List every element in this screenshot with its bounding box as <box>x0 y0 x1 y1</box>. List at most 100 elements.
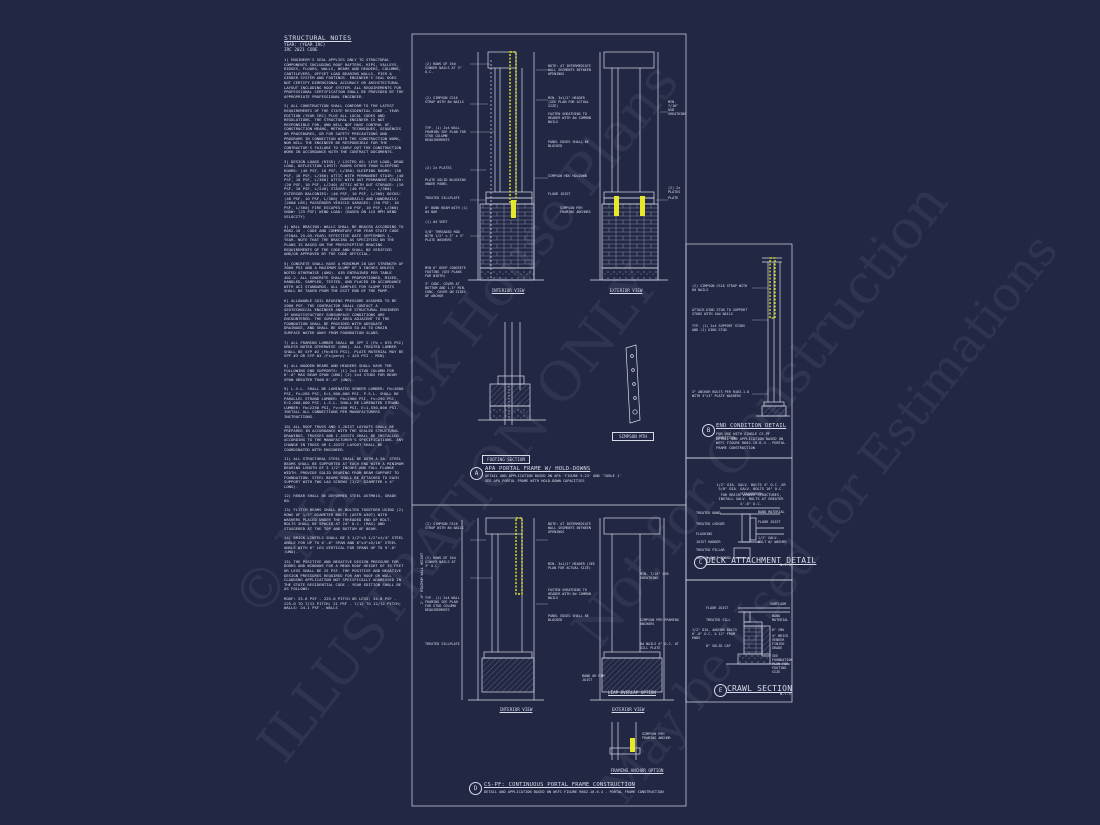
note-12: 12) REBAR SHALL BE DEFORMED STEEL ASTM61… <box>284 493 397 503</box>
note-6: 6) ALLOWABLE SOIL BEARING PRESSURE ASSUM… <box>284 297 399 336</box>
deck-callout-1: TREATED BAND <box>696 511 721 515</box>
apa-callout-right-4: PANEL EDGES SHALL BE BLOCKED <box>548 140 589 148</box>
deck-callout-3: FLOOR JOIST <box>758 520 781 524</box>
crawl-scale: N.T.S. <box>780 692 793 696</box>
deck-top-note-1: 1/2" DIA. GALV. BOLTS 4" O.C. OR 5/8" DI… <box>716 483 786 496</box>
note-13: 13) FLITCH BEAMS SHALL BE BOLTED TOGETHE… <box>284 507 404 531</box>
apa-ext-callout-2: (2) 2x PLATES <box>668 186 681 194</box>
note-5: 5) CONCRETE SHALL HAVE A MINIMUM 28 DAY … <box>284 260 404 294</box>
leader-lines <box>470 63 768 605</box>
end-caption-sub2: DETAIL AND APPLICATION BASED ON WSFC FIG… <box>716 437 786 450</box>
deck-detail-number: C <box>694 556 707 569</box>
note-8: 8) ALL WOODEN BEAMS AND HEADERS SHALL HA… <box>284 363 397 382</box>
apa-callout-left-8: (1) #4 VERT <box>425 220 448 224</box>
panel-border-crawl <box>685 579 793 703</box>
cspf-caption: CS-PF: CONTINUOUS PORTAL FRAME CONSTRUCT… <box>484 782 635 788</box>
note-16: ROOF: 25.6 PSF - 225-0 PITCH OR LESS; 34… <box>284 595 402 611</box>
apa-callout-left-2: (2) SIMPSON CS16 STRAP WITH 8d NAILS <box>425 96 464 104</box>
framing-anchor-highlight <box>630 738 635 752</box>
note-11: 11) ALL STRUCTURAL STEEL SHALL BE ASTM A… <box>284 456 404 489</box>
cspf-detail-number: D <box>469 782 482 795</box>
end-condition-drawing <box>756 257 790 417</box>
cspf-callout-left-2: (2) ROWS OF 16d SINKER NAILS AT 3" O.C. <box>425 556 456 568</box>
apa-exterior-label: EXTERIOR VIEW <box>609 288 643 293</box>
deck-scale: N.T.S. <box>780 563 793 567</box>
cspf-callout-left-1: (2) SIMPSON CS16 STRAP WITH 8d NAILS <box>425 522 464 530</box>
note-15: 15) THE POSITIVE AND NEGATIVE DESIGN PRE… <box>284 558 404 592</box>
apa-callout-left-6: TREATED SILLPLATE <box>425 196 460 200</box>
deck-callout-7: JOIST HANGER <box>696 540 721 544</box>
crawl-callout-2: FLOOR JOIST <box>706 606 729 610</box>
cspf-callout-right-5: 8d NAILS 6" O.C. AT SILL PLATE <box>640 642 679 650</box>
apa-callout-left-3: TYP. (1) 2x4 WALL FRAMING SEE PLAN FOR S… <box>425 126 466 142</box>
apa-exterior-view <box>590 51 668 281</box>
apa-callout-left-11: 3" CONC. COVER AT BOTTOM AND 1.5" MIN. C… <box>425 282 466 298</box>
end-callout-3: TYP. (1) 2x4 SUPPORT STUDS AND (1) KING … <box>692 324 746 332</box>
note-7: 7) ALL FRAMING LUMBER SHALL BE SPF 2 (Fb… <box>284 339 404 359</box>
deck-attachment-drawing <box>720 507 784 559</box>
crawl-callout-8: FINISH GRADE <box>772 642 785 650</box>
apa-footing-label: FOOTING SECTION <box>482 455 530 464</box>
apa-callout-right-6: FLOOR JOIST <box>548 192 571 196</box>
apa-interior-view <box>468 51 544 281</box>
crawl-callout-10: SEE FOUNDATION PLAN FOR FOOTING SIZE <box>772 654 793 674</box>
apa-ext-callout-3: PLATE <box>668 196 679 200</box>
cspf-callout-right-3: FASTEN SHEATHING TO HEADER WITH 8d COMMO… <box>548 588 591 600</box>
cspf-interior-label: INTERIOR VIEW <box>499 707 533 712</box>
apa-callout-right-3: FASTEN SHEATHING TO HEADER WITH 8d COMMO… <box>548 112 591 124</box>
cspf-callout-right-2: MIN. 3x1/2" HEADER (SEE PLAN FOR ACTUAL … <box>548 562 595 570</box>
cspf-callout-right-8: BAND OR RIM JOIST <box>582 674 605 682</box>
apa-callout-left-1: (2) ROWS OF 16d SINKER NAILS AT 3" O.C. <box>425 62 462 74</box>
deck-caption: DECK ATTACHMENT DETAIL <box>706 556 817 565</box>
simpson-strap-drawing <box>625 344 641 424</box>
crawl-detail-number: E <box>714 684 727 697</box>
apa-detail-number: A <box>470 467 483 480</box>
apa-callout-right-5: SIMPSON HDU HOLDOWN <box>548 174 587 178</box>
note-2: 2) ALL CONSTRUCTION SHALL CONFORM TO THE… <box>284 103 402 155</box>
note-3: 3) DESIGN LOADS (RISK) / LISTED AS: LIVE… <box>284 158 404 219</box>
apa-interior-label: INTERIOR VIEW <box>491 288 525 293</box>
deck-callout-6: 1/2" GALV. BOLT W/ WASHER <box>758 536 787 544</box>
cspf-callout-right-4: PANEL EDGES SHALL BE BLOCKED <box>548 614 589 622</box>
deck-callout-5: FLASHING <box>696 532 713 536</box>
crawl-callout-4: TREATED SILL <box>706 618 731 622</box>
apa-caption-sub2: SEE APA PORTAL FRAME WITH HOLD-DOWN CAPA… <box>485 479 585 483</box>
cspf-callout-right-6: MIN. 7/16" OSB SHEATHING <box>640 572 669 580</box>
cspf-interior-view <box>468 517 544 701</box>
note-10: 10) ALL ROOF TRUSS AND I-JOIST LAYOUTS S… <box>284 423 404 452</box>
cspf-caption-sub1: DETAIL AND APPLICATION BASED ON WSFC FIG… <box>484 790 664 794</box>
cspf-exterior-label: EXTERIOR VIEW <box>611 707 645 712</box>
deck-top-note-2: FOR BRICK VENEER STRUCTURES, INSTALL GAL… <box>718 493 784 506</box>
end-callout-1: (2) SIMPSON CS16 STRAP WITH 8d NAILS <box>692 284 748 292</box>
cspf-anchor-label: FRAMING ANCHOR OPTION <box>610 768 664 773</box>
end-caption: END CONDITION DETAIL <box>716 423 787 429</box>
crawl-callout-5: 1/2" DIA. ANCHOR BOLTS 6'-0" O.C. & 12" … <box>692 628 737 640</box>
note-4: 4) WALL BRACING: WALLS SHALL BE BRACED A… <box>284 223 404 257</box>
deck-callout-8: TREATED PILLAR <box>696 548 725 552</box>
cspf-callout-right-1: NOTE: AT INTERMEDIATE WALL SEGMENTS BETW… <box>548 522 591 534</box>
crawl-caption: CRAWL SECTION <box>727 684 793 693</box>
cspf-vertical-dimension: 2'-6" MINIMUM WALL HEIGHT <box>420 552 424 604</box>
structural-notes: STRUCTURAL NOTES YEAR: (YEAR IRC) IRC 20… <box>284 34 404 814</box>
end-detail-number: B <box>702 424 715 437</box>
end-condition-strap <box>769 257 776 319</box>
apa-callout-right-1: NOTE: AT INTERMEDIATE WALL SEGMENTS BETW… <box>548 64 591 76</box>
notes-year: YEAR: (YEAR IRC) <box>284 43 326 48</box>
framing-anchor-option <box>609 722 641 760</box>
cspf-overlap-label: LEAP OVERLAP OPTION <box>608 690 656 695</box>
end-callout-4: 3" ANCHOR BOLTS PER R403.1.6 WITH 3"x3" … <box>692 390 750 398</box>
note-9: 9) L.V.L. SHALL BE LAMINATED VENEER LUMB… <box>284 386 404 419</box>
apa-interior-anchor <box>511 200 516 218</box>
apa-exterior-anchor-left <box>614 196 619 216</box>
crawl-callout-1: SUBFLOOR <box>770 602 787 606</box>
cspf-interior-strap <box>515 517 523 595</box>
notes-title: STRUCTURAL NOTES <box>284 34 352 42</box>
crawl-callout-7: 4" BRICK VENEER <box>772 634 789 642</box>
apa-caption: APA PORTAL FRAME W/ HOLD-DOWNS <box>485 466 591 472</box>
apa-interior-strap <box>509 51 517 203</box>
deck-callout-4: TREATED LEDGER <box>696 522 725 526</box>
apa-footing-section <box>478 322 546 425</box>
apa-callout-left-9: 5/8" THREADED ROD WITH 1/2" x 3" x 3" PL… <box>425 230 464 242</box>
